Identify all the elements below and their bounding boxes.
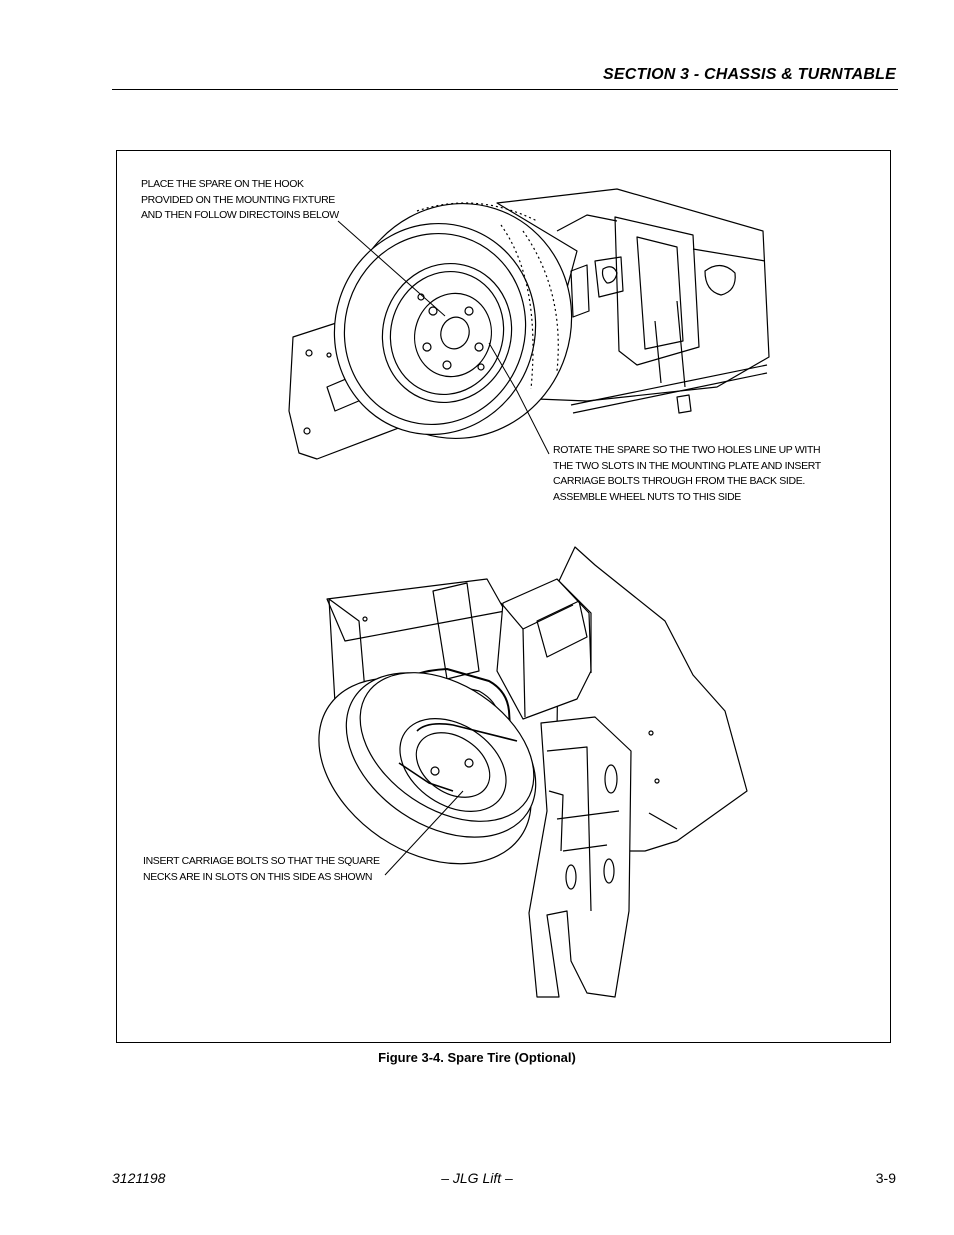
leader-line-hook xyxy=(337,220,446,317)
doc-number: 3121198 xyxy=(112,1170,166,1186)
spare-tire-illustration xyxy=(288,188,770,998)
top-spare-tire xyxy=(333,202,573,440)
bottom-spare-tire xyxy=(318,672,537,865)
figure-frame: PLACE THE SPARE ON THE HOOK PROVIDED ON … xyxy=(116,150,891,1043)
callout-hook: PLACE THE SPARE ON THE HOOK PROVIDED ON … xyxy=(141,178,339,221)
callout-insert: INSERT CARRIAGE BOLTS SO THAT THE SQUARE… xyxy=(143,855,380,883)
page-number: 3-9 xyxy=(875,1170,896,1186)
leader-line-insert xyxy=(384,790,464,876)
bottom-assembly-drawing xyxy=(318,546,748,998)
section-title: SECTION 3 - CHASSIS & TURNTABLE xyxy=(602,66,896,83)
leader-line-rotate xyxy=(488,342,550,455)
footer-brand: – JLG Lift – xyxy=(441,1170,513,1186)
callout-rotate: ROTATE THE SPARE SO THE TWO HOLES LINE U… xyxy=(553,444,821,503)
figure-caption: Figure 3-4. Spare Tire (Optional) xyxy=(378,1050,576,1065)
header-rule xyxy=(112,89,898,90)
top-assembly-drawing xyxy=(288,188,770,460)
